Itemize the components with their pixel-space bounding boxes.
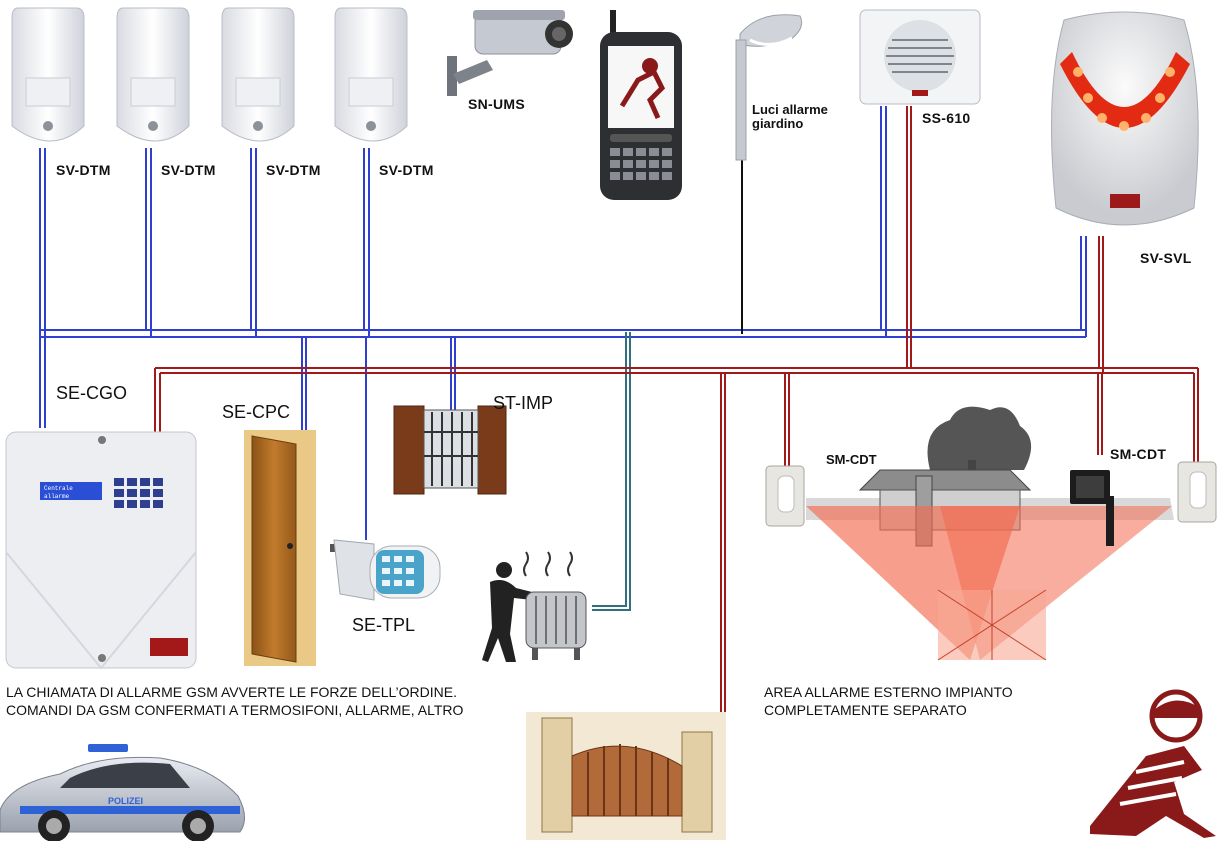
teal-line: [592, 332, 631, 611]
pir-sensor-2: [116, 7, 190, 142]
window-shutter-stimp: [393, 405, 507, 495]
garden-light-icon: [735, 14, 803, 161]
panel-lcd-line2: allarme: [44, 493, 70, 500]
pir-sensors: [11, 7, 408, 142]
label-sn-ums: SN-UMS: [468, 96, 526, 112]
label-se-tpl: SE-TPL: [352, 615, 416, 635]
thief-icon: [1090, 689, 1216, 838]
note-ext-line2: COMPLETAMENTE SEPARATO: [764, 702, 967, 718]
label-sm-cdt-left: SM-CDT: [826, 452, 877, 467]
label-sv-dtm-1: SV-DTM: [56, 162, 111, 178]
outdoor-siren-svsvl: [1051, 11, 1199, 226]
note-gsm-line2: COMANDI DA GSM CONFERMATI A TERMOSIFONI,…: [6, 702, 464, 718]
exterior-house-area: [806, 406, 1174, 661]
note-gsm-line1: LA CHIAMATA DI ALLARME GSM AVVERTE LE FO…: [6, 684, 457, 700]
label-sv-dtm-3: SV-DTM: [266, 162, 321, 178]
outdoor-sensor-right: [1177, 461, 1217, 523]
indoor-siren-ss610: [859, 9, 981, 105]
heating-radiator-icon: [482, 551, 587, 662]
label-sv-svl: SV-SVL: [1140, 250, 1192, 266]
outdoor-sensor-left: [765, 465, 805, 527]
label-se-cgo: SE-CGO: [56, 383, 128, 403]
smartphone-icon: [600, 10, 682, 200]
label-se-cpc: SE-CPC: [222, 402, 291, 422]
pir-sensor-1: [11, 7, 85, 142]
police-car-icon: POLIZEI: [0, 744, 245, 841]
control-panel-secgo: Centrale allarme: [5, 431, 197, 670]
wiring: [39, 106, 1199, 750]
label-st-imp: ST-IMP: [493, 393, 554, 413]
floodlight-icon: [1070, 470, 1114, 546]
pir-sensor-4: [334, 7, 408, 142]
label-luci-line2: giardino: [752, 116, 804, 131]
red-bus: [154, 106, 1199, 750]
cctv-camera-icon: [447, 10, 573, 96]
pir-sensor-3: [221, 7, 295, 142]
label-luci-line1: Luci allarme: [752, 102, 828, 117]
label-sv-dtm-2: SV-DTM: [161, 162, 216, 178]
label-sv-dtm-4: SV-DTM: [379, 162, 434, 178]
motorized-gate-icon: [526, 712, 726, 840]
police-door-text: POLIZEI: [108, 796, 143, 806]
panel-lcd-line1: Centrale: [44, 485, 73, 492]
label-ss-610: SS-610: [922, 110, 971, 126]
note-ext-line1: AREA ALLARME ESTERNO IMPIANTO: [764, 684, 1013, 700]
remote-control-setpl: [333, 539, 441, 601]
door-contact-secpc: [244, 430, 335, 666]
label-sm-cdt-right: SM-CDT: [1110, 446, 1167, 462]
